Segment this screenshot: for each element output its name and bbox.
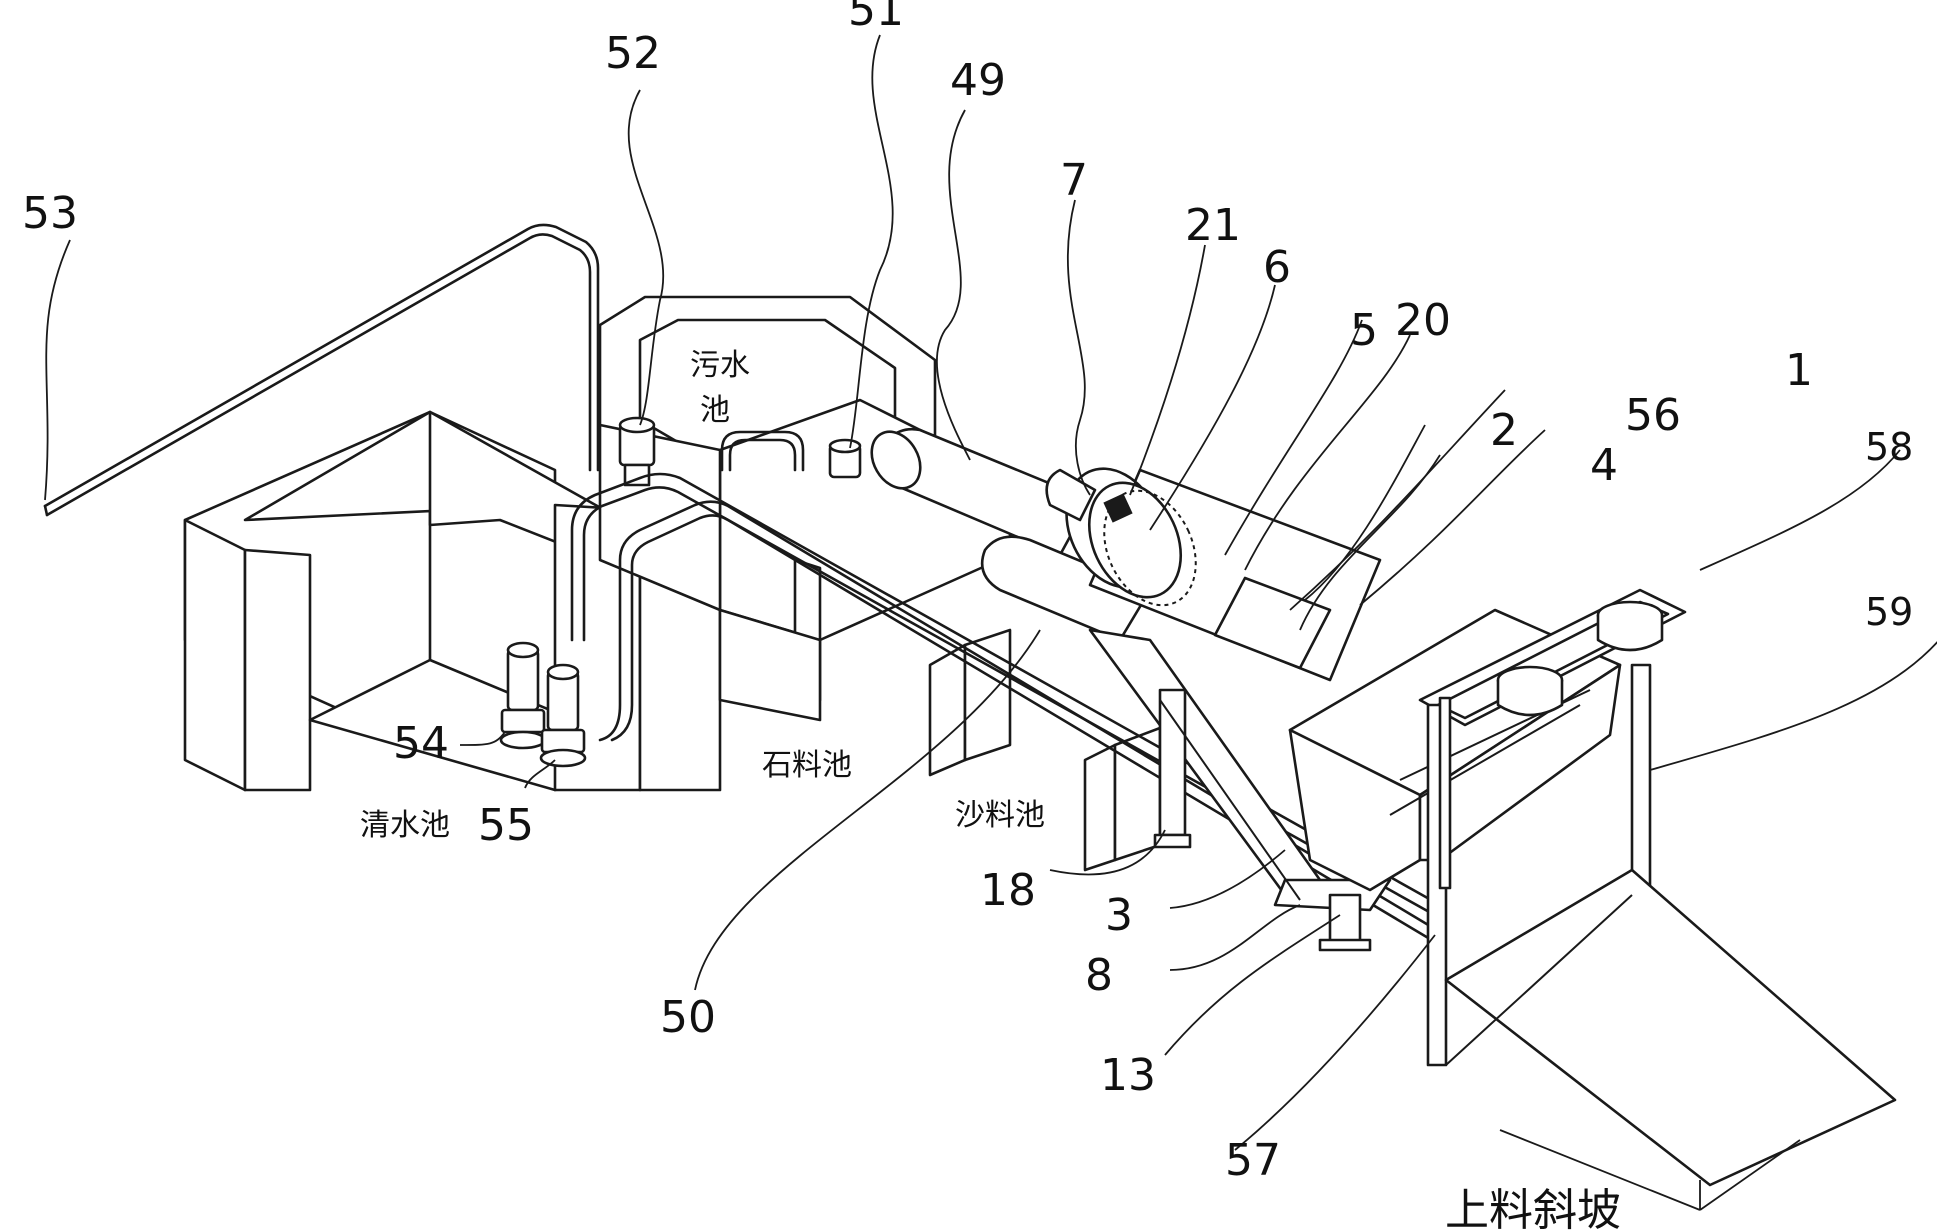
sand-screw-conveyor (1088, 628, 1392, 952)
ref-49: 49 (950, 55, 1006, 106)
sewage-pool-structure (598, 295, 1012, 722)
ref-3: 3 (1105, 890, 1133, 941)
ref-59: 59 (1865, 590, 1913, 634)
ref-8: 8 (1085, 950, 1113, 1001)
feeding-ramp-label: 上料斜坡 (1445, 1185, 1621, 1232)
pump-55 (539, 663, 587, 768)
hopper-58 (1596, 600, 1664, 652)
ref-4: 4 (1590, 440, 1618, 491)
ref-18: 18 (980, 865, 1036, 916)
ref-6: 6 (1263, 242, 1291, 293)
washing-drum (1045, 467, 1382, 682)
hopper-56 (1496, 665, 1564, 717)
ref-21: 21 (1185, 200, 1241, 251)
ref-7: 7 (1060, 155, 1088, 206)
support-frame-59 (1418, 588, 1897, 1187)
stone-chute-50 (980, 535, 1152, 642)
ref-20: 20 (1395, 295, 1451, 346)
sewage-pool-label-2: 池 (700, 393, 730, 428)
ref-54: 54 (393, 718, 449, 769)
pump-54 (499, 641, 547, 750)
ref-55: 55 (478, 800, 534, 851)
sewage-pool-label-1: 污水 (690, 348, 750, 383)
reference-numbers: 53 52 51 49 7 21 6 5 20 2 56 1 4 58 59 5… (22, 0, 1913, 1186)
stone-and-sand-pool-walls (928, 628, 1162, 872)
leader-lines (44, 34, 1937, 1211)
ref-13: 13 (1100, 1050, 1156, 1101)
ref-52: 52 (605, 28, 661, 79)
clear-water-pool-structure (183, 410, 722, 792)
stone-pool-label: 石料池 (762, 748, 852, 783)
pump-51 (828, 438, 862, 479)
ref-57: 57 (1225, 1135, 1281, 1186)
ref-58: 58 (1865, 425, 1913, 469)
ref-56: 56 (1625, 390, 1681, 441)
washer-discharge-chute-49 (870, 427, 1092, 557)
sand-pool-label: 沙料池 (955, 798, 1045, 833)
ref-1: 1 (1785, 345, 1813, 396)
outlet-pipe-53 (43, 223, 600, 517)
area-labels: 污水 池 清水池 石料池 沙料池 上料斜坡 (360, 348, 1621, 1232)
pump-52 (618, 416, 656, 487)
ref-2: 2 (1490, 405, 1518, 456)
ref-53: 53 (22, 188, 78, 239)
clear-water-pool-label: 清水池 (360, 808, 450, 843)
ref-51: 51 (848, 0, 904, 36)
ref-5: 5 (1350, 305, 1378, 356)
ref-50: 50 (660, 992, 716, 1043)
water-pipes (570, 430, 1442, 947)
